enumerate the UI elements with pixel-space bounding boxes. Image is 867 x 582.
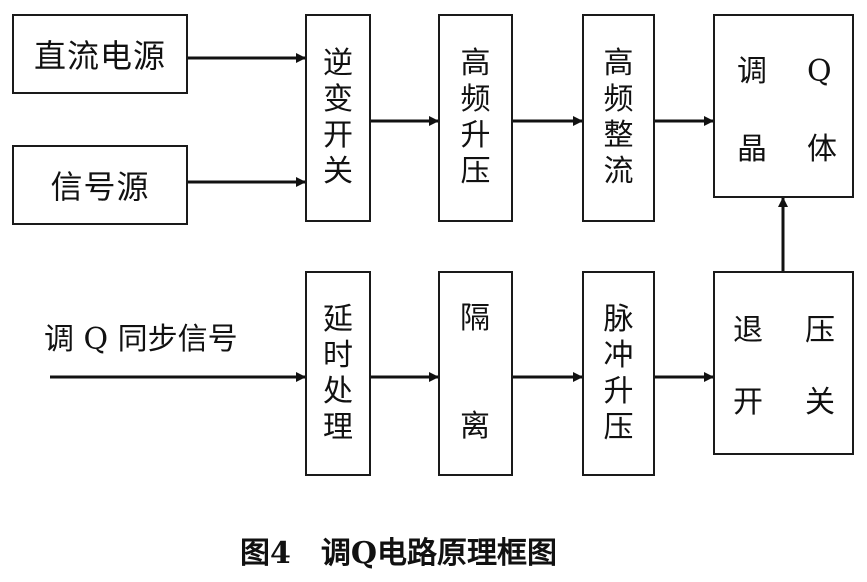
inverter-switch-label: 逆 变 开 关: [307, 16, 369, 220]
hf-rectifier-char: 流: [603, 154, 634, 189]
q-crystal-char: 体: [807, 132, 837, 167]
delay-char: 理: [323, 409, 353, 445]
q-crystal-char: 晶: [737, 132, 767, 167]
inverter-switch-block: 逆 变 开 关: [305, 14, 371, 222]
q-crystal-block: 调 Q 晶 体: [713, 14, 854, 198]
hf-boost-char: 压: [460, 154, 491, 189]
pulse-boost-block: 脉 冲 升 压: [582, 271, 655, 476]
release-switch-char: 退: [733, 313, 763, 348]
pulse-boost-char: 升: [603, 373, 634, 409]
hf-boost-char: 频: [460, 82, 491, 117]
delay-label: 延 时 处 理: [307, 273, 369, 474]
hf-boost-label: 高 频 升 压: [440, 16, 511, 220]
pulse-boost-label: 脉 冲 升 压: [584, 273, 653, 474]
isolation-char: 离: [460, 409, 490, 444]
dc-source-label: 直流电源: [33, 37, 166, 75]
pulse-boost-char: 脉: [603, 301, 634, 337]
hf-rectifier-block: 高 频 整 流: [582, 14, 655, 222]
release-switch-char: 开: [733, 385, 763, 420]
delay-char: 处: [323, 373, 353, 409]
signal-source-label: 信号源: [50, 168, 150, 206]
delay-char: 延: [323, 301, 353, 337]
dc-source-block: 直流电源: [12, 14, 188, 94]
hf-boost-char: 高: [460, 46, 491, 81]
delay-char: 时: [323, 337, 353, 373]
isolation-block: 隔 离: [438, 271, 513, 476]
q-crystal-char: 调: [737, 54, 767, 89]
hf-rectifier-label: 高 频 整 流: [584, 16, 653, 220]
q-crystal-char: Q: [807, 54, 832, 89]
inverter-switch-char: 开: [323, 118, 353, 153]
release-switch-char: 关: [805, 385, 835, 420]
inverter-switch-char: 变: [323, 82, 353, 117]
release-switch-char: 压: [805, 313, 835, 348]
hf-rectifier-char: 频: [603, 82, 634, 117]
pulse-boost-char: 压: [603, 409, 634, 445]
isolation-char: 隔: [460, 301, 490, 336]
delay-block: 延 时 处 理: [305, 271, 371, 476]
inverter-switch-char: 逆: [323, 46, 353, 81]
signal-source-block: 信号源: [12, 145, 188, 225]
hf-boost-char: 升: [460, 118, 491, 153]
hf-rectifier-char: 整: [603, 118, 634, 153]
inverter-switch-char: 关: [323, 154, 353, 189]
q-sync-signal-label: 调 Q 同步信号: [44, 322, 238, 357]
release-switch-block: 退 压 开 关: [713, 271, 854, 455]
figure-caption: 图4 调Q电路原理框图: [240, 536, 558, 571]
hf-rectifier-char: 高: [603, 46, 634, 81]
hf-boost-block: 高 频 升 压: [438, 14, 513, 222]
pulse-boost-char: 冲: [603, 337, 634, 373]
